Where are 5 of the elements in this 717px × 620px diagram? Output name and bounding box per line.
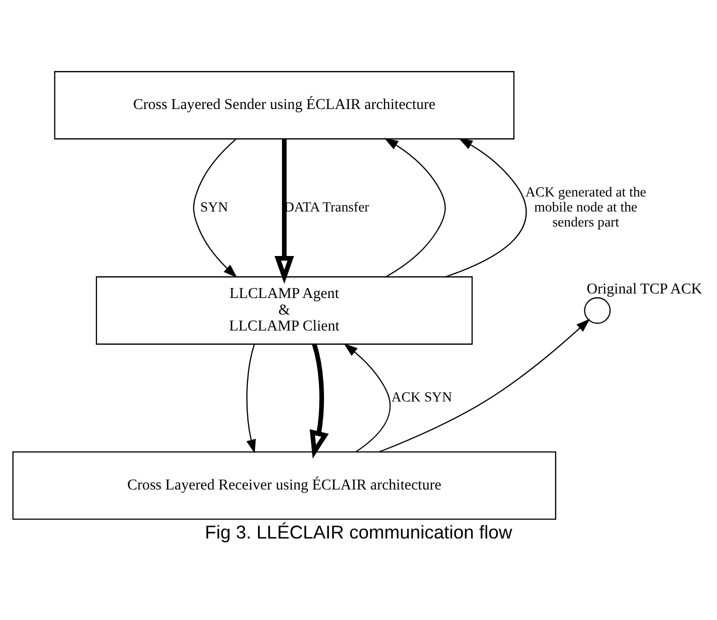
caption: Fig 3. LLÉCLAIR communication flow <box>204 521 512 542</box>
edge-label: ACK SYN <box>391 390 452 406</box>
edge-label: SYN <box>200 200 228 215</box>
node-label: Original TCP ACK <box>586 281 702 298</box>
edge-label: ACK generated at the mobile node at the senders part <box>525 184 646 230</box>
